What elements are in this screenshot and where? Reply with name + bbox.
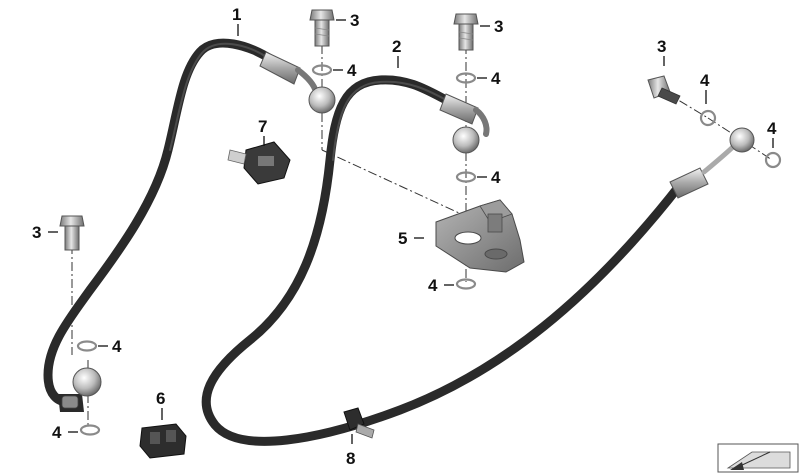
callout-4-a: 4 <box>347 61 357 80</box>
banjo-bolt-top-center <box>453 13 479 51</box>
callout-4-d: 4 <box>428 276 438 295</box>
callout-1: 1 <box>232 5 241 24</box>
callout-4-e: 4 <box>112 337 122 356</box>
brake-hose-2 <box>201 75 755 446</box>
callout-3-left: 3 <box>32 223 41 242</box>
callout-2: 2 <box>392 37 401 56</box>
callout-numbers: 1 2 3 3 3 3 4 4 4 4 4 4 4 4 5 6 7 8 <box>32 5 777 468</box>
banjo-bolt-right <box>647 75 681 105</box>
callout-4-b: 4 <box>491 69 501 88</box>
hose-clip-7 <box>227 141 291 185</box>
callout-leaders <box>48 19 774 444</box>
callout-8: 8 <box>346 449 355 468</box>
callout-4-h: 4 <box>767 119 777 138</box>
sealing-rings <box>76 64 782 436</box>
callout-3-top-center: 3 <box>494 17 503 36</box>
callout-4-f: 4 <box>52 423 62 442</box>
callout-7: 7 <box>258 117 267 136</box>
page-corner-icon <box>717 443 799 473</box>
callout-4-c: 4 <box>491 168 501 187</box>
banjo-bolt-left <box>59 215 85 251</box>
hose-clip-8 <box>343 407 375 439</box>
hose-bracket <box>435 199 525 273</box>
brake-hose-1 <box>43 38 336 412</box>
banjo-bolt-top-left <box>309 9 335 47</box>
callout-6: 6 <box>156 389 165 408</box>
hose-clip-6 <box>139 423 187 459</box>
callout-4-g: 4 <box>700 71 710 90</box>
callout-5: 5 <box>398 229 407 248</box>
callout-3-top-left: 3 <box>350 11 359 30</box>
callout-3-right: 3 <box>657 37 666 56</box>
